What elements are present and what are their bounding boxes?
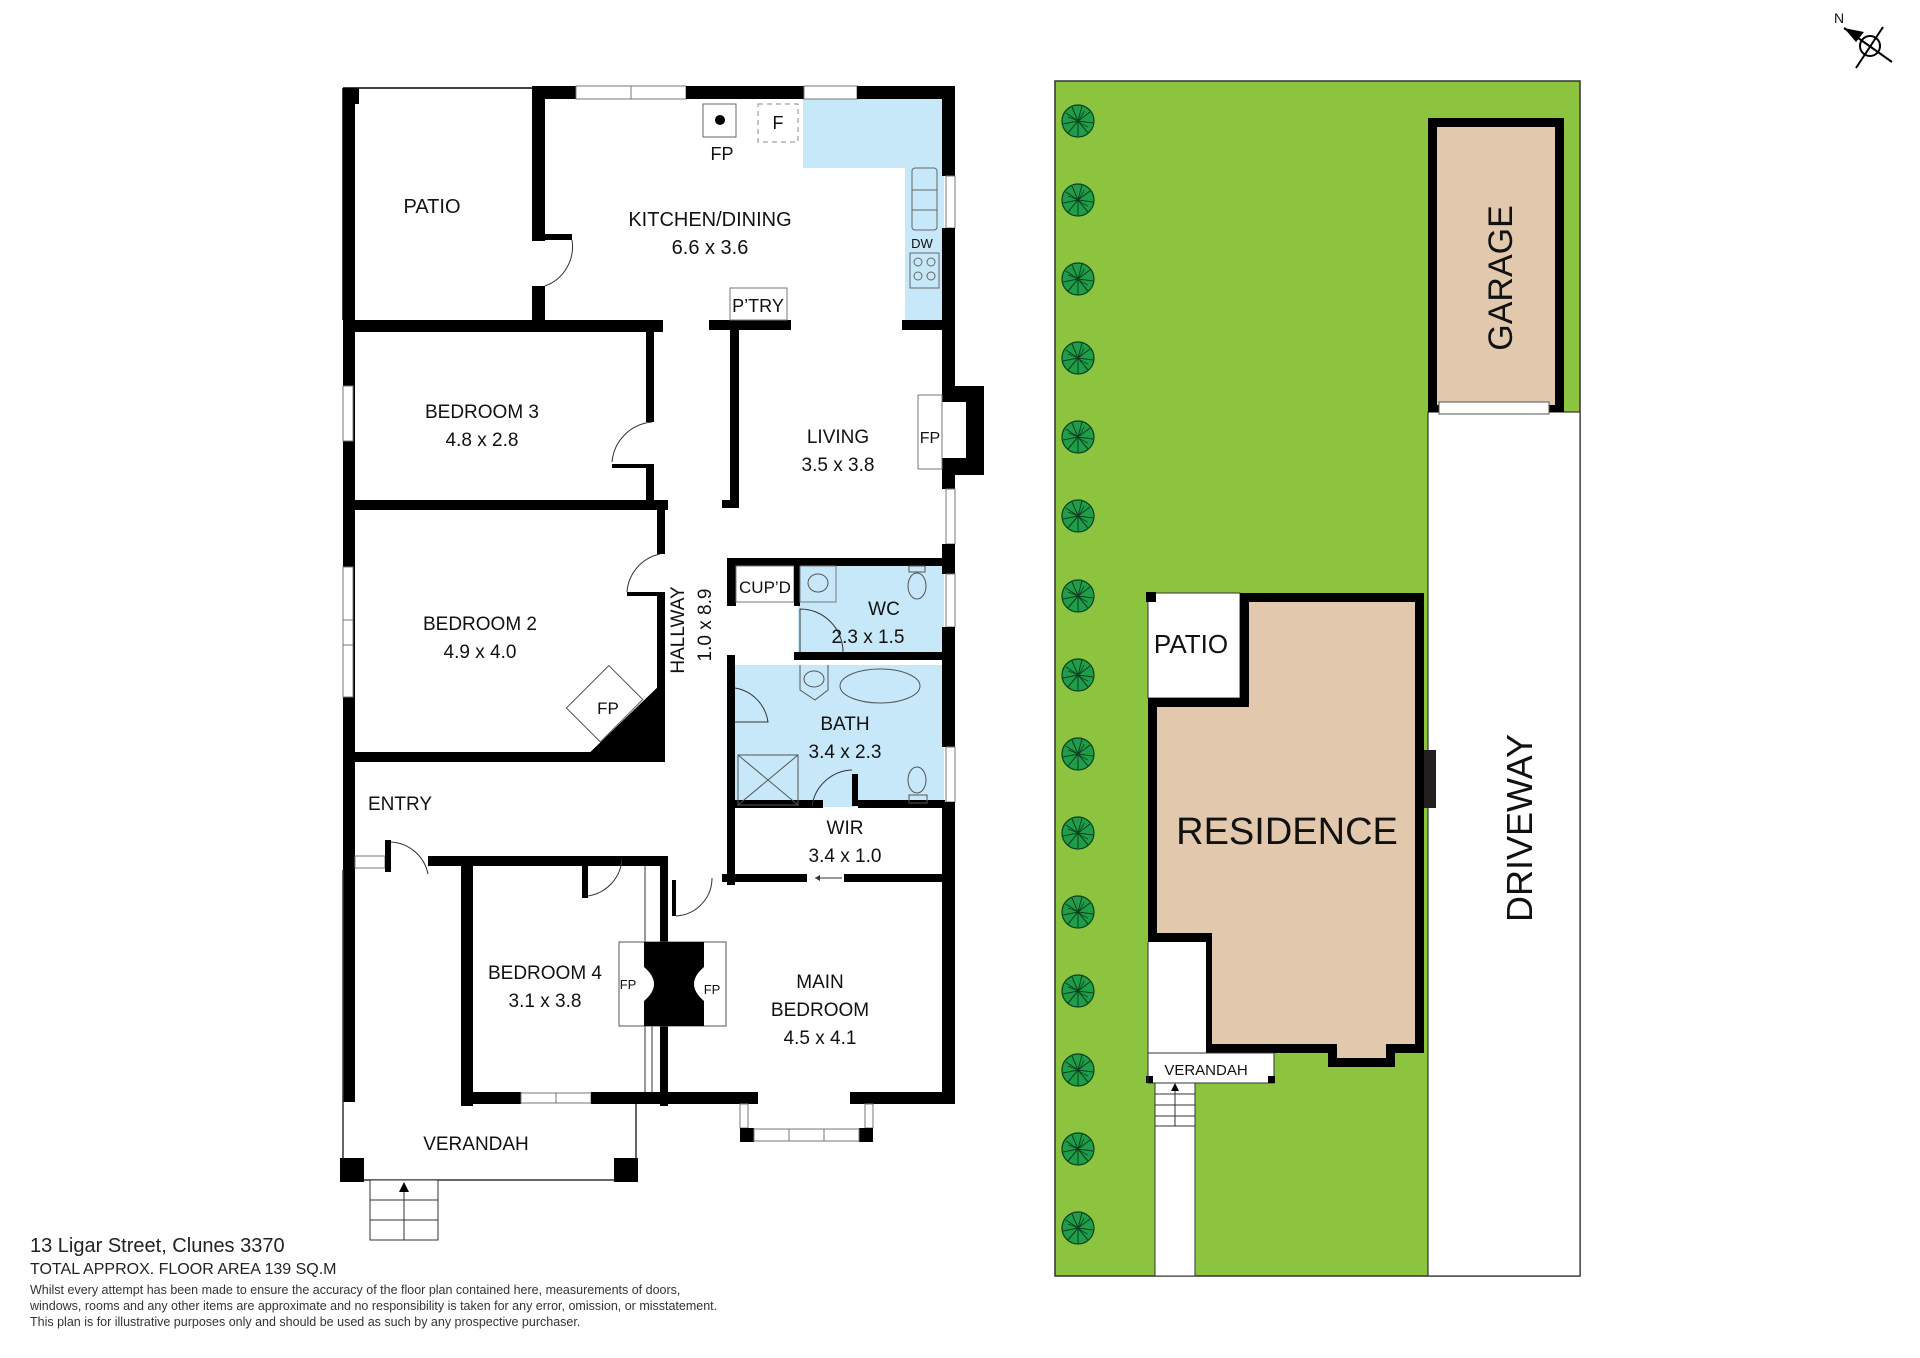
bedroom3-size: 4.8 x 2.8 <box>446 430 519 451</box>
disclaimer-line-2: windows, rooms and any other items are a… <box>30 1299 718 1313</box>
entry-label: ENTRY <box>368 794 432 815</box>
driveway <box>1427 411 1581 1277</box>
floor-plan: PATIO KITCHEN/DINING 6.6 x 3.6 FP F DW P… <box>340 85 984 1241</box>
wc-size: 2.3 x 1.5 <box>832 627 905 648</box>
north-arrow-icon: N <box>1834 10 1893 69</box>
main-bedroom-size: 4.5 x 4.1 <box>784 1028 857 1049</box>
dishwasher-label: DW <box>911 236 933 251</box>
tree-icon <box>1061 579 1095 613</box>
living-size: 3.5 x 3.8 <box>802 455 875 476</box>
main-bedroom-label-2: BEDROOM <box>771 1000 869 1021</box>
bedroom4-label: BEDROOM 4 <box>488 963 602 984</box>
site-verandah-label: VERANDAH <box>1164 1062 1247 1079</box>
bedroom4-size: 3.1 x 3.8 <box>509 991 582 1012</box>
tree-icon <box>1061 895 1095 929</box>
wir-label: WIR <box>827 818 864 839</box>
fridge <box>757 103 799 143</box>
hallway-size: 1.0 x 8.9 <box>695 589 716 662</box>
cupboard-label: CUP’D <box>739 578 791 597</box>
bedroom2-fp-label: FP <box>597 699 619 718</box>
bedroom2-size: 4.9 x 4.0 <box>444 642 517 663</box>
disclaimer-line-3: This plan is for illustrative purposes o… <box>30 1315 581 1329</box>
tree-icon <box>1061 499 1095 533</box>
wc-label: WC <box>868 599 900 620</box>
bedroom2-label: BEDROOM 2 <box>423 614 537 635</box>
address: 13 Ligar Street, Clunes 3370 <box>30 1235 285 1257</box>
driveway-label: DRIVEWAY <box>1499 734 1540 922</box>
bedroom4-fp-label: FP <box>620 977 637 992</box>
kitchen-fp-label: FP <box>710 144 733 164</box>
tree-icon <box>1061 262 1095 296</box>
disclaimer-line-1: Whilst every attempt has been made to en… <box>30 1283 681 1297</box>
tree-icon <box>1061 104 1095 138</box>
site-verandah <box>1148 942 1206 1055</box>
cooktop <box>909 252 940 289</box>
site-plan: DRIVEWAY GARAGE PATIO RESIDENCE VERANDAH <box>1054 80 1581 1277</box>
bath-size: 3.4 x 2.3 <box>809 742 882 763</box>
bath-label: BATH <box>820 714 869 735</box>
pantry-label: P’TRY <box>732 296 784 316</box>
garage-label: GARAGE <box>1482 205 1520 350</box>
floor-area: TOTAL APPROX. FLOOR AREA 139 SQ.M <box>30 1261 337 1278</box>
wir-size: 3.4 x 1.0 <box>809 846 882 867</box>
tree-icon <box>1061 737 1095 771</box>
footer: 13 Ligar Street, Clunes 3370 TOTAL APPRO… <box>30 1234 717 1330</box>
site-patio-label: PATIO <box>1154 629 1228 659</box>
bedroom3-label: BEDROOM 3 <box>425 402 539 423</box>
tree-icon <box>1061 341 1095 375</box>
fridge-label: F <box>773 113 784 133</box>
residence-label: RESIDENCE <box>1176 811 1398 853</box>
living-label: LIVING <box>807 427 869 448</box>
kitchen-size: 6.6 x 3.6 <box>672 237 749 259</box>
hallway-label: HALLWAY <box>668 586 689 674</box>
verandah-label: VERANDAH <box>423 1134 529 1155</box>
tree-row <box>1061 104 1095 1245</box>
tree-icon <box>1061 974 1095 1008</box>
tree-icon <box>1061 1211 1095 1245</box>
tree-icon <box>1061 1132 1095 1166</box>
tree-icon <box>1061 1053 1095 1087</box>
tree-icon <box>1061 420 1095 454</box>
tree-icon <box>1061 816 1095 850</box>
tree-icon <box>1061 658 1095 692</box>
tree-icon <box>1061 183 1095 217</box>
patio-label: PATIO <box>403 196 460 218</box>
main-bedroom-label-1: MAIN <box>796 972 844 993</box>
kitchen-sink <box>911 167 938 231</box>
kitchen-bench-area <box>803 99 944 320</box>
living-fp-label: FP <box>920 430 940 447</box>
compass-label: N <box>1834 10 1844 26</box>
kitchen-label: KITCHEN/DINING <box>628 209 791 231</box>
cupboard <box>735 565 795 603</box>
pantry <box>729 287 788 321</box>
bath-wet-area <box>733 665 944 807</box>
main-bedroom-fp-label: FP <box>704 982 721 997</box>
